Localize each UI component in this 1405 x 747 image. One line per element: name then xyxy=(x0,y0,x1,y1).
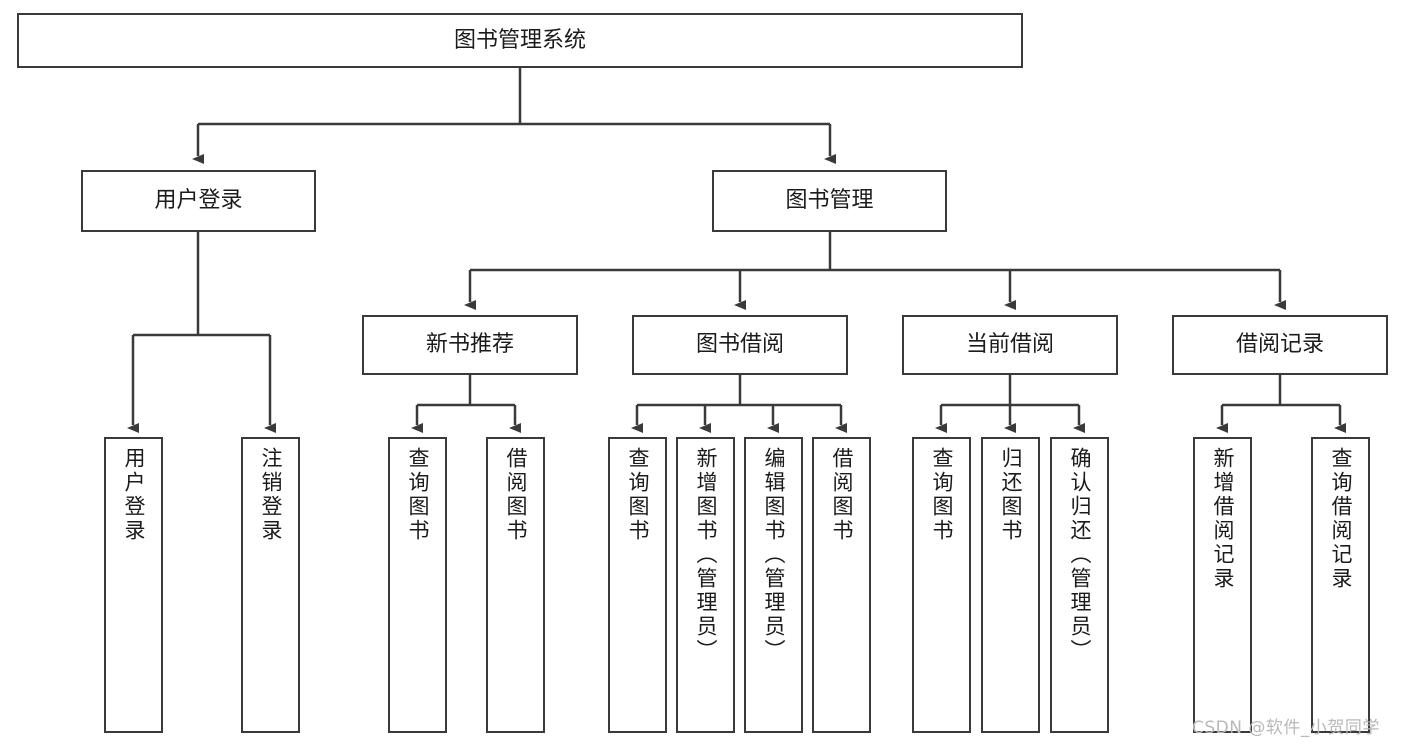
node-label: 新增借阅记录 xyxy=(1211,447,1235,591)
node-label: 归还图书 xyxy=(999,447,1023,543)
node-label: 查询图书 xyxy=(930,447,954,543)
node-label: 图书借阅 xyxy=(695,332,784,358)
leaf-book-borrow-edit[interactable]: 编辑图书（管理员） xyxy=(744,437,803,733)
leaf-current-borrow-query[interactable]: 查询图书 xyxy=(912,437,971,733)
node-label: 确认归还（管理员） xyxy=(1068,447,1092,663)
leaf-current-borrow-return[interactable]: 归还图书 xyxy=(981,437,1040,733)
node-book-borrow[interactable]: 图书借阅 xyxy=(632,315,848,375)
node-label: 新增图书（管理员） xyxy=(694,447,718,663)
node-label: 借阅图书 xyxy=(504,447,528,543)
leaf-book-borrow-lend[interactable]: 借阅图书 xyxy=(812,437,871,733)
node-label: 查询图书 xyxy=(626,447,650,543)
leaf-book-borrow-query[interactable]: 查询图书 xyxy=(608,437,667,733)
node-book-management[interactable]: 图书管理 xyxy=(712,170,947,232)
node-label: 当前借阅 xyxy=(965,332,1054,358)
node-borrow-record[interactable]: 借阅记录 xyxy=(1172,315,1388,375)
leaf-new-book-query[interactable]: 查询图书 xyxy=(388,437,447,733)
node-current-borrow[interactable]: 当前借阅 xyxy=(902,315,1118,375)
leaf-borrow-record-query[interactable]: 查询借阅记录 xyxy=(1311,437,1370,733)
node-root-book-management-system[interactable]: 图书管理系统 xyxy=(17,13,1023,68)
node-label: 用户登录 xyxy=(122,447,146,543)
node-label: 图书管理系统 xyxy=(453,27,586,53)
node-user-login[interactable]: 用户登录 xyxy=(81,170,316,232)
node-label: 查询借阅记录 xyxy=(1329,447,1353,591)
node-label: 借阅记录 xyxy=(1235,332,1324,358)
leaf-user-login-signout[interactable]: 注销登录 xyxy=(241,437,300,733)
watermark: CSDN @软件_小贺同学 xyxy=(1192,718,1380,738)
node-label: 编辑图书（管理员） xyxy=(762,447,786,663)
node-label: 查询图书 xyxy=(406,447,430,543)
node-label: 新书推荐 xyxy=(425,332,514,358)
node-label: 用户登录 xyxy=(154,188,243,214)
leaf-borrow-record-add[interactable]: 新增借阅记录 xyxy=(1193,437,1252,733)
leaf-current-borrow-confirm-return[interactable]: 确认归还（管理员） xyxy=(1050,437,1109,733)
node-label: 注销登录 xyxy=(259,447,283,543)
node-new-book-recommend[interactable]: 新书推荐 xyxy=(362,315,578,375)
leaf-new-book-borrow[interactable]: 借阅图书 xyxy=(486,437,545,733)
leaf-book-borrow-add[interactable]: 新增图书（管理员） xyxy=(676,437,735,733)
node-label: 借阅图书 xyxy=(830,447,854,543)
leaf-user-login-signin[interactable]: 用户登录 xyxy=(104,437,163,733)
node-label: 图书管理 xyxy=(785,188,874,214)
